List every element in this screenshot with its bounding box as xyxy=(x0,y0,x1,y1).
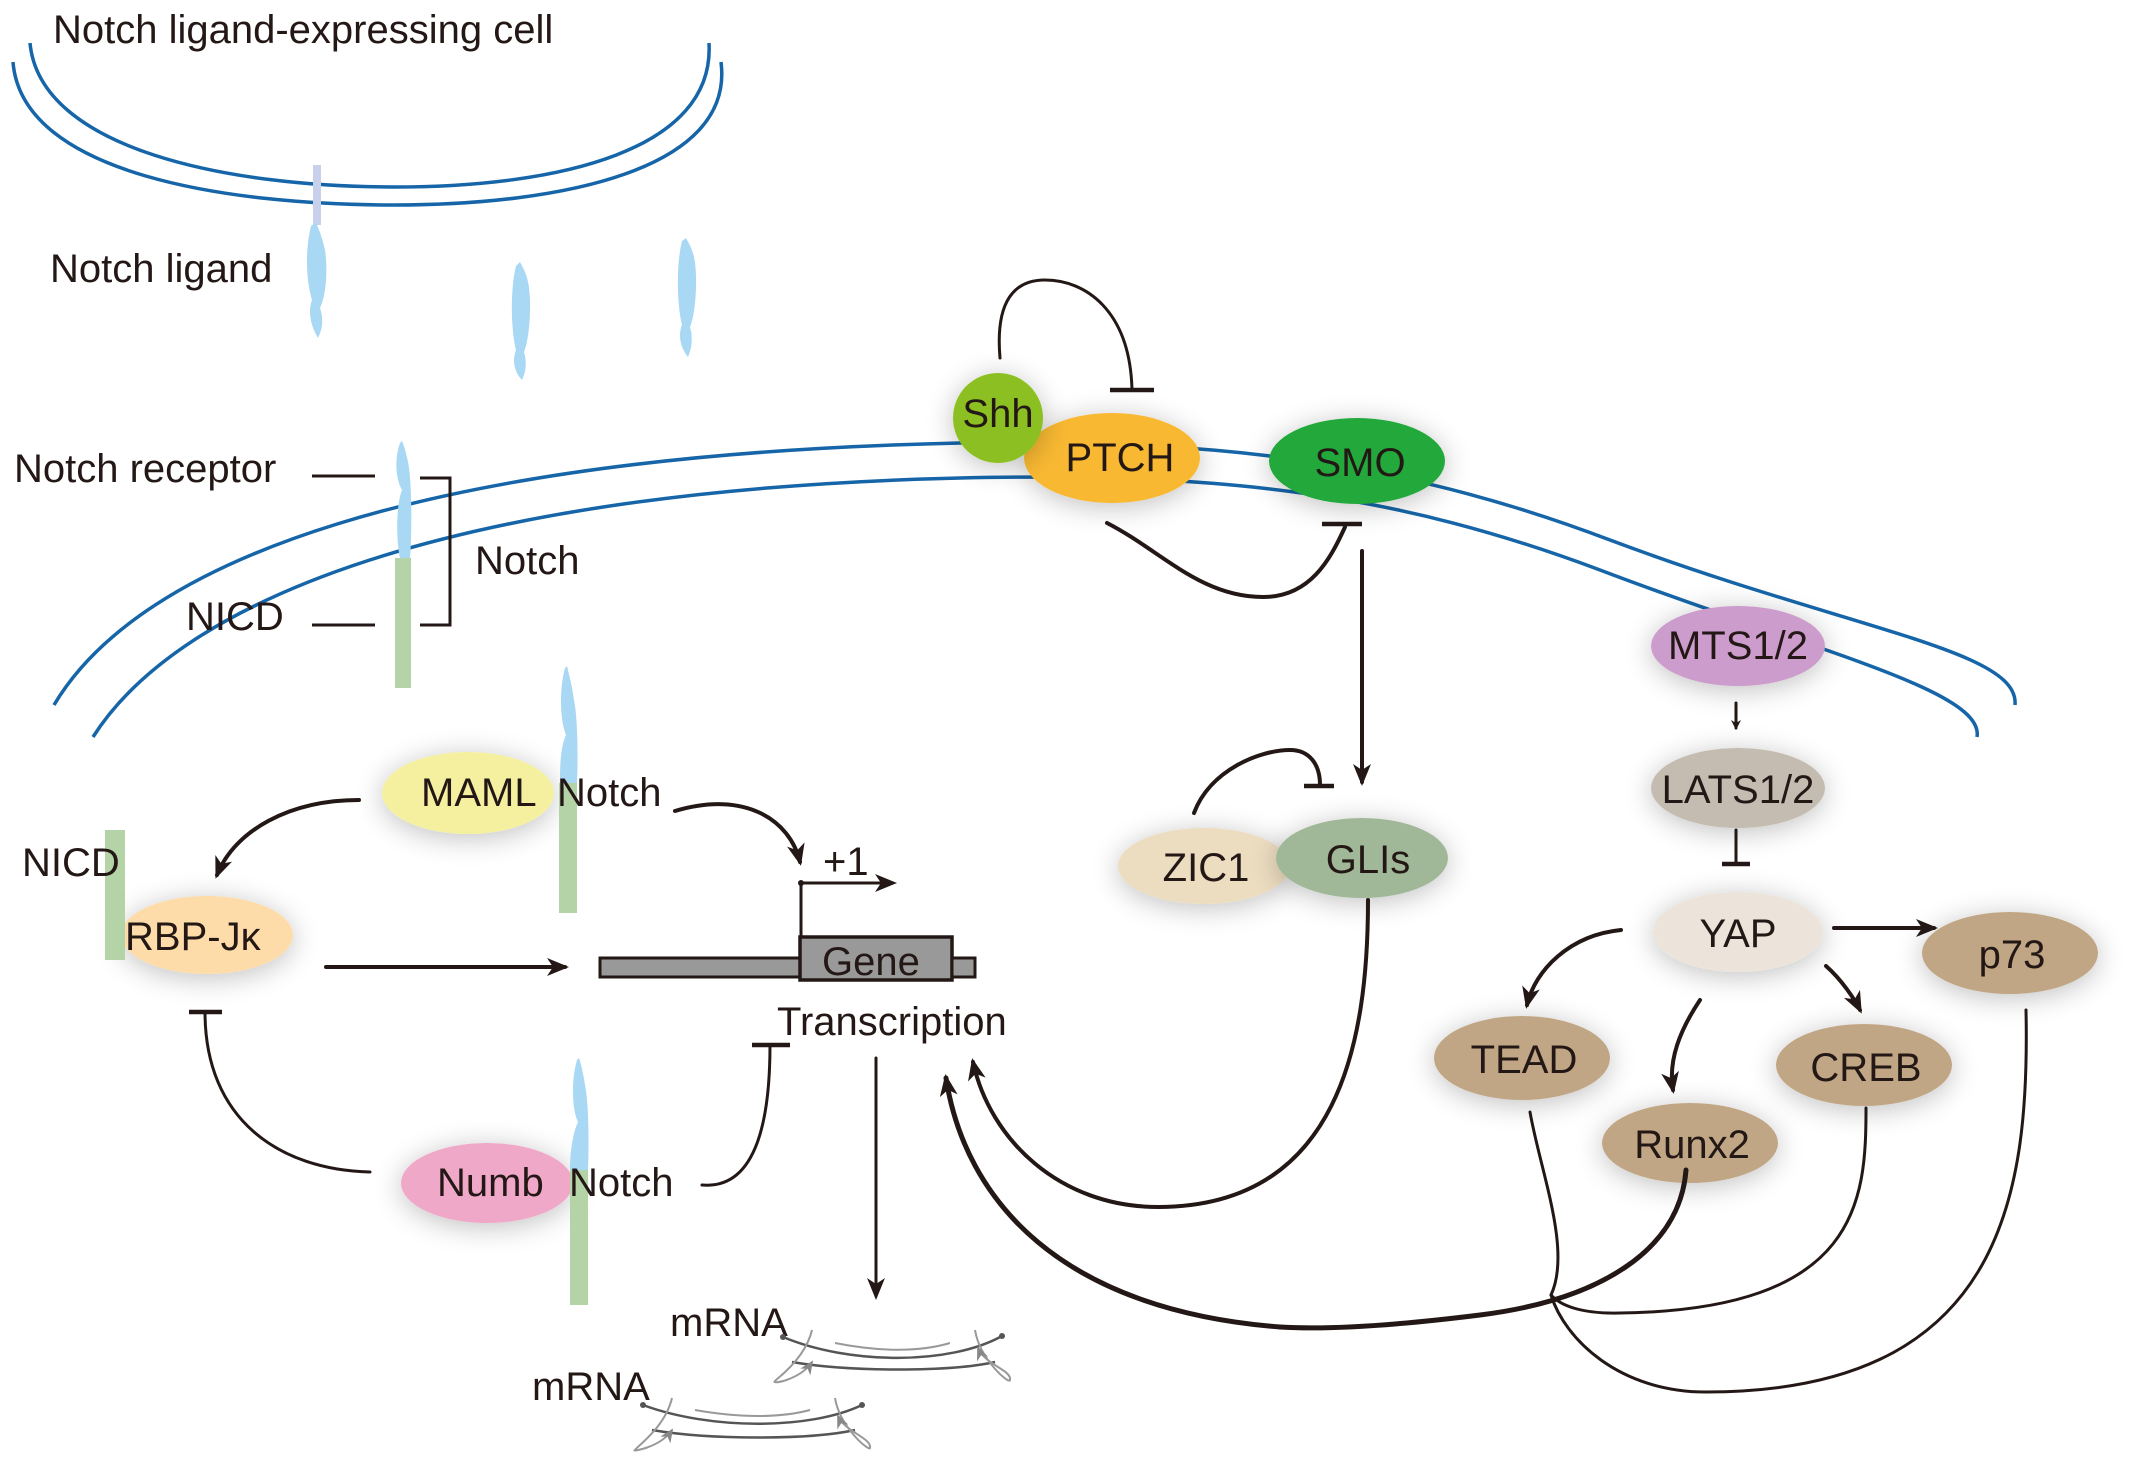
runx2-node[interactable] xyxy=(1602,1103,1778,1183)
notch-pathway: MAML Notch NICD RBP-Jκ Numb Notch xyxy=(22,666,805,1305)
zic1-inhibits-glis xyxy=(1192,747,1322,815)
ligand-cell: Notch ligand-expressing cell Notch ligan… xyxy=(11,8,724,380)
tss-dot xyxy=(798,880,804,886)
zic1-node[interactable] xyxy=(1118,828,1290,904)
lats-label: LATS1/2 xyxy=(1662,768,1815,812)
p73-line xyxy=(1549,1008,2028,1394)
yap-label: YAP xyxy=(1699,912,1776,956)
maml-notch-to-gene-arrow xyxy=(673,802,805,866)
nicd-membrane-bound xyxy=(395,558,411,688)
shh-inhibits-ptch xyxy=(997,278,1134,392)
glis-to-transcription-arrow xyxy=(968,898,1370,1210)
maml-node[interactable] xyxy=(382,752,554,834)
ligand-anchor xyxy=(313,165,321,225)
hippo-to-transcription-arrow xyxy=(939,1074,1689,1331)
numb-notch-label: Notch xyxy=(569,1161,674,1205)
ptch-label: PTCH xyxy=(1066,436,1175,480)
maml-to-rbpjk-arrow xyxy=(215,798,361,879)
ligand-cell-membrane-outer xyxy=(28,42,711,189)
gene-locus: Gene +1 Transcription xyxy=(598,840,1007,1300)
p73-node[interactable] xyxy=(1922,912,2098,994)
zic1-label: ZIC1 xyxy=(1163,846,1250,890)
gene-label: Gene xyxy=(822,940,920,984)
mts-node[interactable] xyxy=(1651,606,1825,686)
tead-line xyxy=(1528,1110,1560,1297)
notch-ligand-membrane-bound xyxy=(306,222,327,338)
tead-label: TEAD xyxy=(1471,1038,1578,1082)
runx2-label: Runx2 xyxy=(1634,1123,1750,1167)
tss-arrow xyxy=(799,874,897,937)
receiving-cell xyxy=(52,440,2017,738)
numb-label: Numb xyxy=(437,1161,544,1205)
yap-node[interactable] xyxy=(1653,892,1823,972)
notch-bracket-label: Notch xyxy=(475,539,580,583)
ptch-inhibits-smo xyxy=(1105,521,1347,600)
mrna-icon-2 xyxy=(633,1397,871,1452)
numb-notch-intracellular xyxy=(570,1170,588,1305)
notch-receptor-group: Notch receptor NICD Notch xyxy=(14,441,580,688)
creb-node[interactable] xyxy=(1776,1024,1952,1106)
rbpjk-node[interactable] xyxy=(121,896,293,974)
mrna-label-2: mRNA xyxy=(532,1365,650,1409)
smo-label: SMO xyxy=(1314,441,1405,485)
nicd-nuclear-overlay xyxy=(105,895,125,960)
ligand-cell-title: Notch ligand-expressing cell xyxy=(53,8,553,52)
cell-membrane-inner xyxy=(91,475,1979,738)
maml-notch-extracellular xyxy=(560,666,578,783)
mts-label: MTS1/2 xyxy=(1668,624,1808,668)
transcription-label: Transcription xyxy=(777,1000,1007,1044)
shh-label: Shh xyxy=(962,392,1033,436)
gene-3prime-bar xyxy=(950,956,977,979)
notch-receptor-extracellular xyxy=(396,441,412,558)
ptch-node[interactable] xyxy=(1024,413,1200,503)
mrna-label-1: mRNA xyxy=(670,1301,788,1345)
tead-node[interactable] xyxy=(1434,1016,1610,1100)
yap-to-runx2-arrow xyxy=(1661,998,1702,1094)
ligand-cell-membrane-inner xyxy=(11,61,724,207)
notch-bracket xyxy=(420,476,452,627)
tss-label: +1 xyxy=(823,840,869,884)
notch-receptor-label: Notch receptor xyxy=(14,447,276,491)
numb-notch-extracellular xyxy=(570,1058,589,1170)
glis-node[interactable] xyxy=(1276,818,1448,898)
notch-ligand-free-1 xyxy=(511,262,531,380)
p73-label: p73 xyxy=(1979,933,2046,977)
creb-line xyxy=(1549,1106,1868,1315)
yap-to-creb-arrow xyxy=(1824,964,1862,1014)
mrna-icon-1 xyxy=(773,1329,1011,1384)
yap-to-tead-arrow xyxy=(1522,928,1623,1009)
lats-node[interactable] xyxy=(1651,748,1825,828)
numb-notch-inhibits-transcription xyxy=(700,1043,772,1187)
nicd-label-membrane: NICD xyxy=(186,595,284,639)
hedgehog-pathway: Shh PTCH SMO ZIC1 GLIs xyxy=(953,278,1448,1210)
glis-label: GLIs xyxy=(1326,838,1410,882)
nicd-label-nuclear: NICD xyxy=(22,841,120,885)
maml-notch-intracellular xyxy=(559,783,577,913)
notch-ligand-label: Notch ligand xyxy=(50,247,272,291)
smo-node[interactable] xyxy=(1269,418,1445,504)
notch-ligand-free-2 xyxy=(677,238,697,357)
shh-node[interactable] xyxy=(953,373,1043,463)
promoter-bar xyxy=(598,956,802,979)
maml-label: MAML xyxy=(421,771,537,815)
mrna-group: mRNA mRNA xyxy=(532,1301,1011,1452)
rbpjk-label: RBP-Jκ xyxy=(125,915,262,959)
numb-inhibits-rbpjk xyxy=(203,1010,372,1174)
gene-box[interactable] xyxy=(798,935,954,982)
numb-node[interactable] xyxy=(401,1143,573,1223)
hippo-pathway: MTS1/2 LATS1/2 YAP p73 TEAD CREB Runx2 xyxy=(939,606,2098,1394)
maml-notch-label: Notch xyxy=(557,771,662,815)
creb-label: CREB xyxy=(1810,1046,1921,1090)
